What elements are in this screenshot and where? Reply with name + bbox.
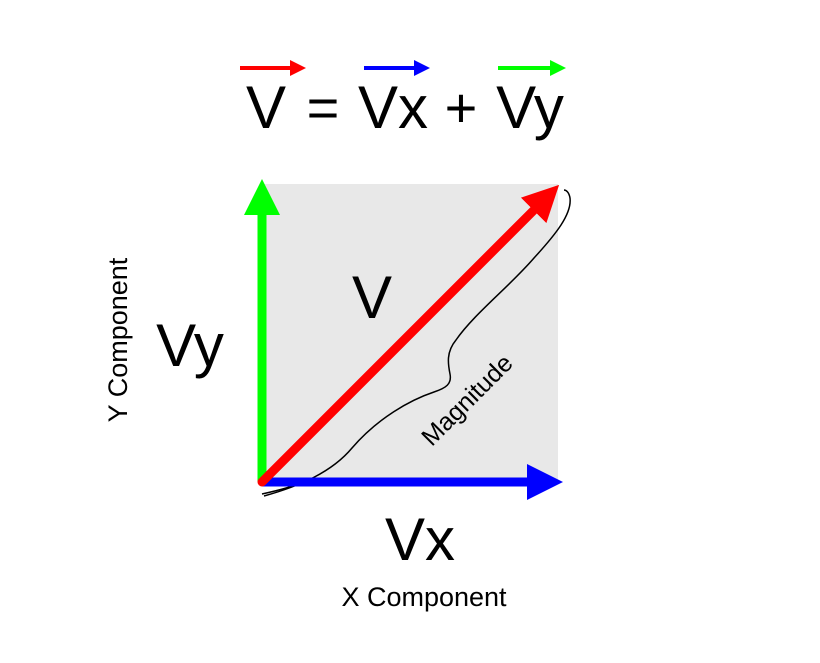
equation-term-vy: Vy	[496, 74, 564, 141]
y-axis-label: Y Component	[103, 257, 133, 422]
x-component-symbol: Vx	[385, 506, 455, 573]
resultant-vector-arrow	[257, 184, 560, 487]
x-axis-label: X Component	[341, 582, 507, 612]
y-component-symbol: Vy	[156, 312, 224, 379]
equation-lhs: V	[246, 74, 286, 141]
equation-equals: =	[307, 76, 340, 139]
equation-term-vx: Vx	[358, 74, 428, 141]
equation-plus: +	[445, 76, 478, 139]
magnitude-brace	[263, 189, 571, 497]
vector-label: V	[352, 264, 392, 331]
